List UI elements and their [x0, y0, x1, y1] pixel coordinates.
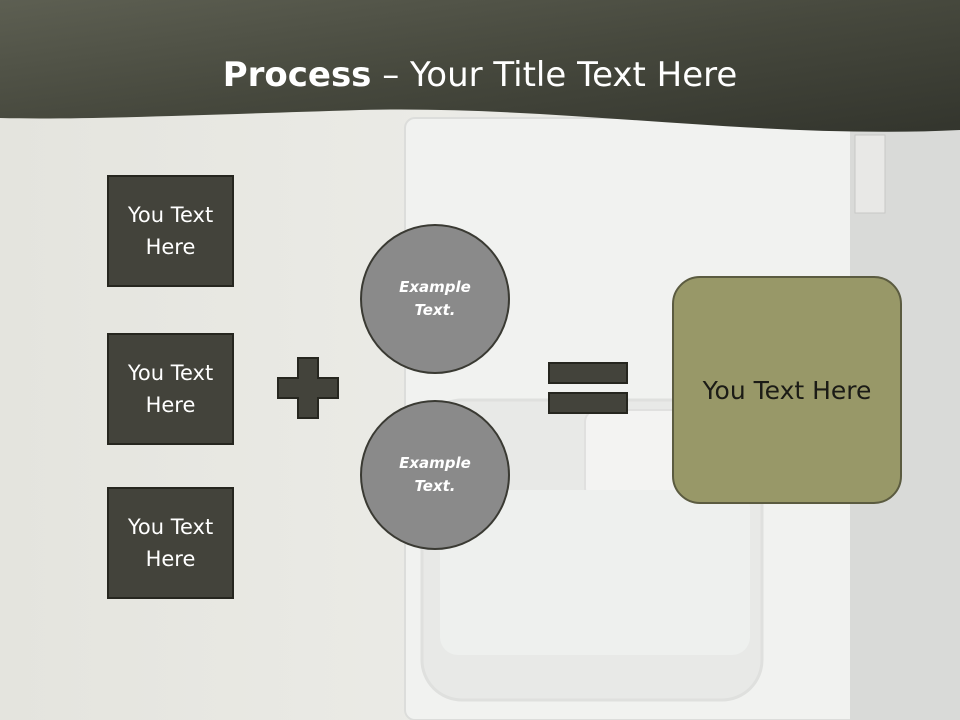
result-box: You Text Here [672, 276, 902, 504]
title-bold: Process [222, 55, 372, 95]
result-label: You Text Here [702, 375, 872, 405]
operand-label: Example Text. [399, 278, 471, 319]
plus-icon [277, 357, 339, 419]
operand-circle-2: Example Text. [360, 400, 510, 550]
slide-title: Process – Your Title Text Here [0, 52, 960, 98]
input-box-label: You Text Here [127, 361, 214, 417]
operand-label: Example Text. [399, 454, 471, 495]
input-box-3: You Text Here [107, 487, 234, 599]
title-rest: – Your Title Text Here [371, 55, 738, 95]
dispenser-inner [440, 490, 750, 655]
appliance-vent [854, 134, 886, 214]
header-band [0, 0, 960, 132]
input-box-label: You Text Here [127, 515, 214, 571]
equals-icon [548, 362, 628, 414]
input-box-2: You Text Here [107, 333, 234, 445]
operand-circle-1: Example Text. [360, 224, 510, 374]
input-box-1: You Text Here [107, 175, 234, 287]
input-box-label: You Text Here [127, 203, 214, 259]
